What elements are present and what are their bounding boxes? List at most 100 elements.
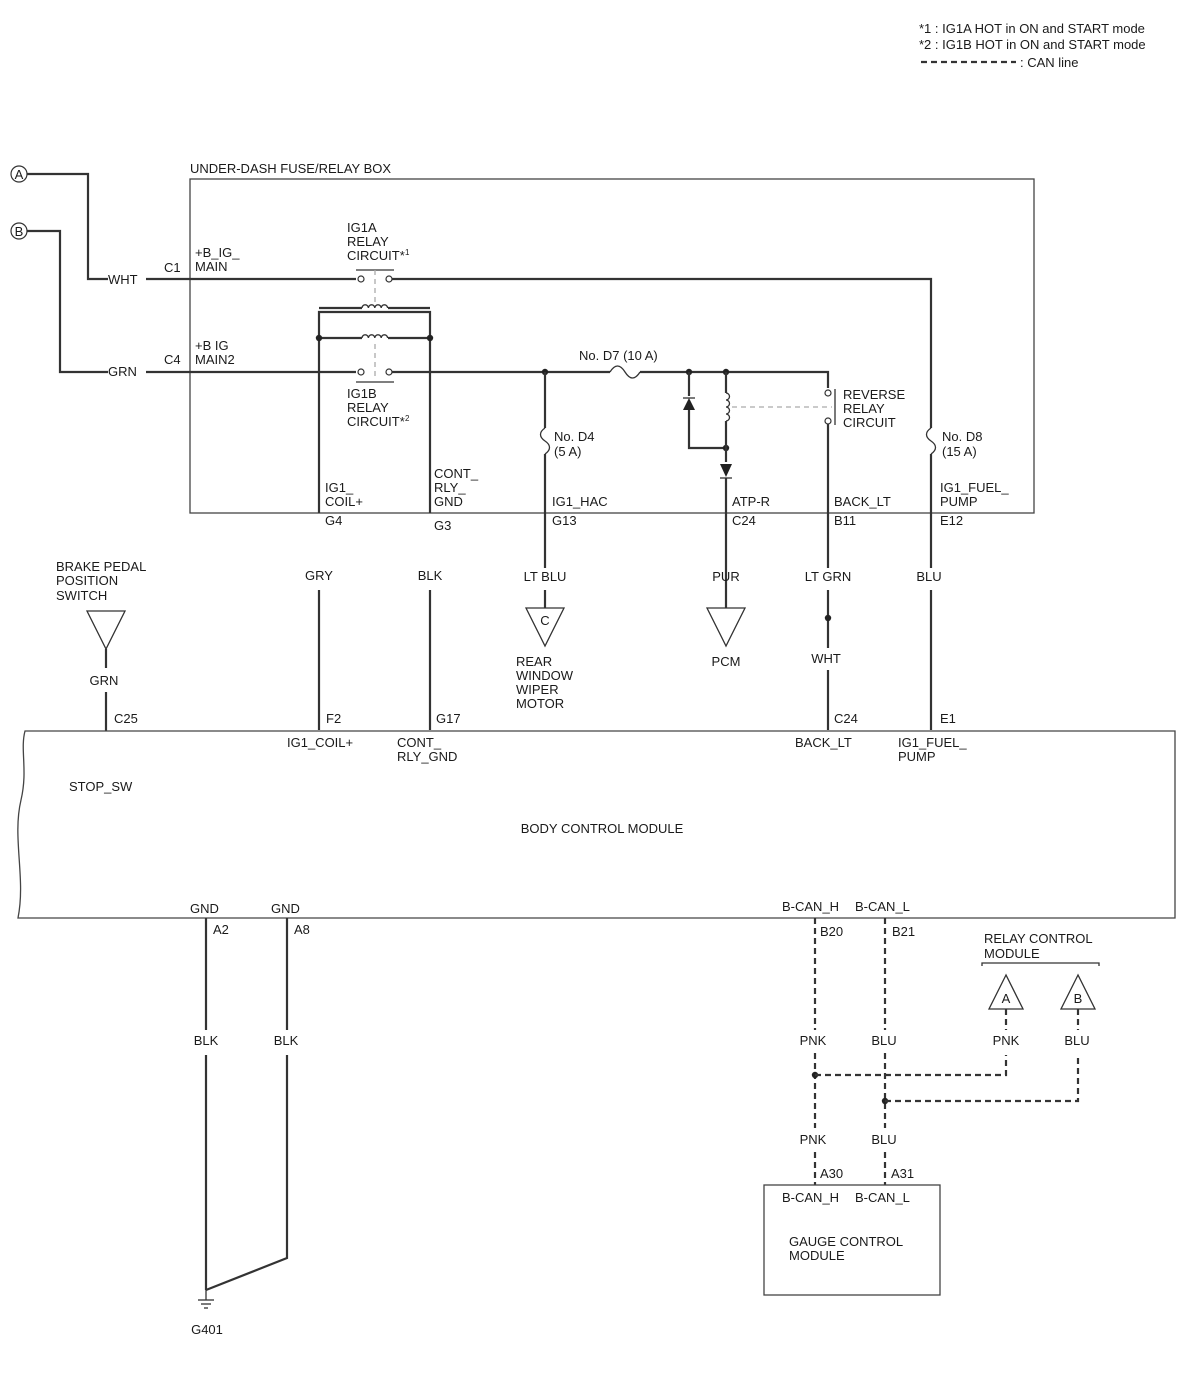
fuse-relay-box: [189, 178, 1035, 514]
wire-relay-coils: [317, 310, 432, 513]
ground-g401: G401: [191, 1322, 223, 1337]
terminal-b21: B21: [892, 924, 915, 939]
ig1a-sup: 1: [405, 248, 410, 257]
ig1a-relay: IG1A RELAY CIRCUIT* 1: [347, 220, 410, 309]
bcm-title: BODY CONTROL MODULE: [521, 821, 684, 836]
wire-label-grn: GRN: [108, 364, 137, 379]
wire-label-blk-cont: BLK: [418, 568, 443, 583]
out-fuel-pump-label-2: PUMP: [940, 494, 978, 509]
pcm-label: PCM: [712, 654, 741, 669]
fuse-d7-label: No. D7 (10 A): [579, 348, 658, 363]
note-can-line: : CAN line: [1020, 55, 1079, 70]
reverse-relay-label-1: REVERSE: [843, 387, 905, 402]
bcm-pin-b-can-h: B-CAN_H: [782, 899, 839, 914]
terminal-b20: B20: [820, 924, 843, 939]
wire-label-pur: PUR: [712, 569, 739, 584]
bcm-pin-fuel-pump-1: IG1_FUEL_: [898, 735, 967, 750]
wire-wht-input: [27, 172, 108, 281]
bcm-pin-back-lt: BACK_LT: [795, 735, 852, 750]
fuse-d4-label-1: No. D4: [554, 429, 594, 444]
terminal-g4: G4: [325, 513, 342, 528]
wire-label-blu-b21: BLU: [871, 1033, 896, 1048]
wire-gnd-a8: [205, 1055, 289, 1292]
terminal-g3: G3: [434, 518, 451, 533]
wiper-label-2: WINDOW: [516, 668, 574, 683]
bcm-pin-gnd-a2: GND: [190, 901, 219, 916]
terminal-e1: E1: [940, 711, 956, 726]
pcm-connector-icon: [705, 607, 747, 648]
wiper-label-1: REAR: [516, 654, 552, 669]
ig1a-label-2: RELAY: [347, 234, 389, 249]
ig1a-label-1: IG1A: [347, 220, 377, 235]
ig1b-label-2: RELAY: [347, 400, 389, 415]
fuse-d8-symbol: [925, 427, 937, 455]
ig1b-label-3: CIRCUIT*: [347, 414, 405, 429]
ig1a-label-3: CIRCUIT*: [347, 248, 405, 263]
ig1b-relay: IG1B RELAY CIRCUIT* 2: [347, 334, 410, 429]
body-control-module: [17, 730, 1176, 919]
reverse-relay-coil: [725, 392, 731, 422]
legend: *1 : IG1A HOT in ON and START mode *2 : …: [919, 21, 1146, 70]
wire-label-grn-brake: GRN: [90, 673, 119, 688]
ig1b-label-1: IG1B: [347, 386, 377, 401]
b-ig-main2-label-1: +B IG: [195, 338, 229, 353]
terminal-c24-box: C24: [732, 513, 756, 528]
fuse-d4-symbol: [539, 427, 551, 455]
out-atp-r-label: ATP-R: [732, 494, 770, 509]
gauge-label-1: GAUGE CONTROL: [789, 1234, 903, 1249]
terminal-a2: A2: [213, 922, 229, 937]
out-cont-rly-label-3: GND: [434, 494, 463, 509]
wire-label-blk-a8: BLK: [274, 1033, 299, 1048]
relay-control-bracket: [981, 962, 1100, 966]
relay-control-connector-b: B: [1074, 991, 1083, 1006]
wire-label-wht-back-lt: WHT: [811, 651, 841, 666]
brake-switch-label-2: POSITION: [56, 573, 118, 588]
out-cont-rly-label-2: RLY_: [434, 480, 466, 495]
relay-control-label-2: MODULE: [984, 946, 1040, 961]
wire-label-blk-a2: BLK: [194, 1033, 219, 1048]
connector-a-label: A: [15, 167, 24, 182]
relay-control-label-1: RELAY CONTROL: [984, 931, 1093, 946]
reverse-relay-label-3: CIRCUIT: [843, 415, 896, 430]
b-ig-main-label-1: +B_IG_: [195, 245, 240, 260]
out-ig1-hac-label: IG1_HAC: [552, 494, 608, 509]
out-ig1-coil-label-1: IG1_: [325, 480, 354, 495]
diode-2-icon: [720, 464, 732, 477]
fuse-relay-box-title: UNDER-DASH FUSE/RELAY BOX: [190, 161, 391, 176]
diode-1-icon: [683, 398, 695, 410]
input-connector-a: A: [10, 165, 28, 183]
connector-b-label: B: [15, 224, 24, 239]
wire-d7-out: [640, 370, 830, 388]
connector-c-icon: [524, 607, 566, 648]
terminal-f2: F2: [326, 711, 341, 726]
bcm-pin-b-can-l: B-CAN_L: [855, 899, 910, 914]
out-fuel-pump-label-1: IG1_FUEL_: [940, 480, 1009, 495]
wire-grn-input: [27, 229, 108, 374]
wire-label-gry: GRY: [305, 568, 333, 583]
bcm-pin-cont-rly-1: CONT_: [397, 735, 442, 750]
terminal-a31: A31: [891, 1166, 914, 1181]
bcm-pin-cont-rly-2: RLY_GND: [397, 749, 457, 764]
wire-label-pnk-b20: PNK: [800, 1033, 827, 1048]
bcm-pin-stop-sw: STOP_SW: [69, 779, 133, 794]
ig1b-sup: 2: [405, 414, 410, 423]
wire-label-blu-relay: BLU: [1064, 1033, 1089, 1048]
bcm-pin-gnd-a8: GND: [271, 901, 300, 916]
gauge-control-module: [763, 1184, 941, 1296]
brake-switch-label-3: SWITCH: [56, 588, 107, 603]
wire-label-blu-fuel: BLU: [916, 569, 941, 584]
terminal-e12: E12: [940, 513, 963, 528]
wiper-label-3: WIPER: [516, 682, 559, 697]
out-back-lt-label: BACK_LT: [834, 494, 891, 509]
wiper-label-4: MOTOR: [516, 696, 564, 711]
note-ig1a: *1 : IG1A HOT in ON and START mode: [919, 21, 1145, 36]
wire-label-pnk-a30: PNK: [800, 1132, 827, 1147]
out-cont-rly-label-1: CONT_: [434, 466, 479, 481]
relay-control-connector-a: A: [1002, 991, 1011, 1006]
wire-ig1a-out: [392, 277, 933, 428]
terminal-c25: C25: [114, 711, 138, 726]
wire-label-lt-grn: LT GRN: [805, 569, 851, 584]
wire-label-wht: WHT: [108, 272, 138, 287]
